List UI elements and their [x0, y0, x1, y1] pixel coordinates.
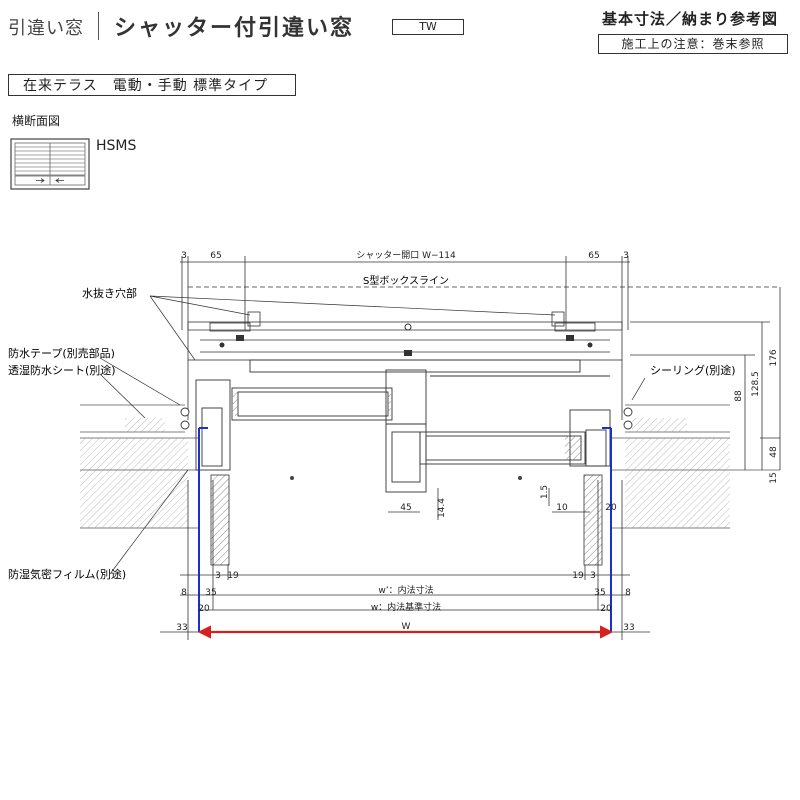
dim-15: 15	[769, 472, 779, 483]
breathable-sheet-label: 透湿防水シート(別途)	[8, 363, 116, 377]
dim-bot-3-right: 3	[590, 571, 596, 581]
dim-bot-20-left: 20	[198, 604, 210, 614]
sliding-window-thumbnail-icon	[10, 138, 90, 190]
dim-bot-3-left: 3	[215, 571, 221, 581]
product-code-badge: TW	[392, 19, 464, 35]
dim-bot-19-left: 19	[227, 571, 239, 581]
dim-bot-8-left: 8	[181, 588, 187, 598]
dim-176: 176	[769, 349, 779, 366]
inner-w-dim: w：内法基準寸法	[371, 601, 441, 613]
model-name: HSMS	[96, 138, 137, 154]
construction-note-badge: 施工上の注意：巻末参照	[598, 34, 788, 54]
dim-88: 88	[734, 390, 744, 402]
inner-w-prime-dim: w’：内法寸法	[378, 584, 433, 596]
installation-type-label: 在来テラス 電動・手動 標準タイプ	[8, 74, 296, 96]
document-type-label: 基本寸法／納まり参考図	[602, 10, 779, 28]
left-stud	[210, 474, 230, 566]
shutter-opening-dim: シャッター開口 W−114	[356, 250, 456, 261]
dim-top-65-right: 65	[588, 251, 599, 261]
header-separator	[98, 12, 99, 40]
dim-bot-33-left: 33	[176, 623, 187, 633]
section-view-label: 横断面図	[12, 114, 61, 128]
vapor-film-label: 防湿気密フィルム(別途)	[8, 567, 126, 581]
dim-top-3-right: 3	[623, 251, 629, 261]
right-stud	[583, 474, 603, 566]
dim-45: 45	[400, 503, 411, 513]
dim-top-65-left: 65	[210, 251, 221, 261]
dim-bot-33-right: 33	[623, 623, 634, 633]
dim-top-3-left: 3	[181, 251, 187, 261]
dim-bot-20-right: 20	[600, 604, 612, 614]
page-title: シャッター付引違い窓	[114, 16, 355, 41]
dim-bot-35-right: 35	[594, 588, 605, 598]
dim-128-5: 128.5	[751, 371, 761, 397]
dim-10: 10	[556, 503, 568, 513]
box-line-label: S型ボックスライン	[363, 274, 449, 287]
waterproof-tape-label: 防水テープ(別売部品)	[8, 346, 115, 360]
dim-bot-35-left: 35	[205, 588, 216, 598]
dim-bot-8-right: 8	[625, 588, 631, 598]
dim-20-mid: 20	[605, 503, 617, 513]
dim-14-4: 14.4	[437, 498, 447, 518]
drain-hole-label: 水抜き穴部	[82, 286, 137, 300]
dim-bot-19-right: 19	[572, 571, 584, 581]
dim-48: 48	[769, 446, 779, 458]
overall-width-dim: W	[402, 622, 411, 632]
sealing-label: シーリング(別途)	[650, 363, 736, 377]
category-label: 引違い窓	[8, 18, 84, 39]
dim-1-5: 1.5	[540, 485, 550, 499]
